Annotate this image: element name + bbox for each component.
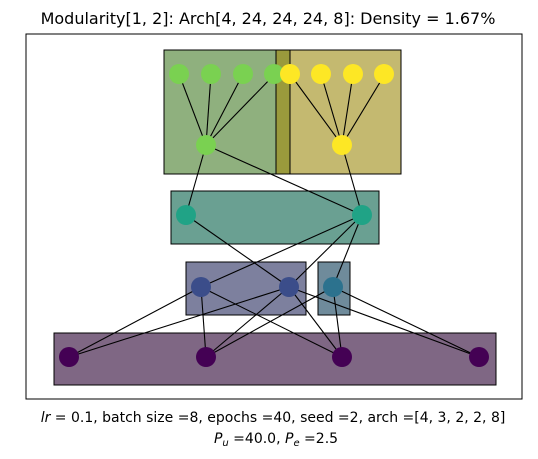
- module-box-hidden2: [170, 190, 380, 245]
- edge: [200, 214, 363, 288]
- edge: [332, 214, 363, 288]
- edge: [178, 73, 207, 146]
- node-output: [469, 347, 489, 367]
- caption-pe-sub: e: [293, 438, 299, 449]
- node-output: [332, 347, 352, 367]
- edge: [205, 73, 212, 146]
- edge: [185, 214, 290, 288]
- nodes: [59, 64, 489, 367]
- node-input: [201, 64, 221, 84]
- node-input: [233, 64, 253, 84]
- edge: [205, 73, 244, 146]
- figure-title: Modularity[1, 2]: Arch[4, 24, 24, 24, 8]…: [41, 9, 496, 28]
- node-hidden1: [196, 135, 216, 155]
- node-input: [264, 64, 284, 84]
- node-input: [374, 64, 394, 84]
- node-input: [280, 64, 300, 84]
- edge: [200, 286, 207, 358]
- edge: [68, 286, 202, 358]
- node-input: [169, 64, 189, 84]
- node-hidden2: [176, 205, 196, 225]
- caption-pu-symbol: P: [214, 431, 223, 447]
- edge: [341, 73, 386, 146]
- caption-pu-sub: u: [222, 438, 228, 449]
- edge: [289, 73, 343, 146]
- node-output: [59, 347, 79, 367]
- edge: [205, 286, 290, 358]
- plot-frame: [25, 33, 523, 400]
- node-input: [311, 64, 331, 84]
- edge: [341, 144, 363, 216]
- edge: [205, 144, 363, 216]
- node-hidden3: [279, 277, 299, 297]
- edge: [288, 286, 480, 358]
- edge: [200, 286, 343, 358]
- caption-pe-value: =2.5: [300, 431, 338, 447]
- node-hidden3: [323, 277, 343, 297]
- edge: [288, 214, 363, 288]
- caption-line-2: Pu =40.0, Pe =2.5: [214, 431, 338, 449]
- edge: [68, 286, 290, 358]
- caption-line-1-text: = 0.1, batch size =8, epochs =40, seed =…: [50, 410, 505, 426]
- node-hidden1: [332, 135, 352, 155]
- edge: [332, 286, 343, 358]
- caption-pu-value: =40.0,: [229, 431, 285, 447]
- edge: [205, 73, 276, 146]
- edge: [332, 286, 480, 358]
- edges: [68, 73, 480, 358]
- caption-lr-symbol: lr: [41, 410, 52, 426]
- caption-line-1: lr = 0.1, batch size =8, epochs =40, see…: [41, 410, 506, 426]
- edge: [205, 286, 334, 358]
- edge: [320, 73, 343, 146]
- edge: [341, 73, 354, 146]
- caption-pe-symbol: P: [285, 431, 294, 447]
- node-input: [343, 64, 363, 84]
- node-output: [196, 347, 216, 367]
- module-box-output: [53, 332, 497, 386]
- node-hidden2: [352, 205, 372, 225]
- edge: [288, 286, 343, 358]
- edge: [185, 144, 207, 216]
- node-hidden3: [191, 277, 211, 297]
